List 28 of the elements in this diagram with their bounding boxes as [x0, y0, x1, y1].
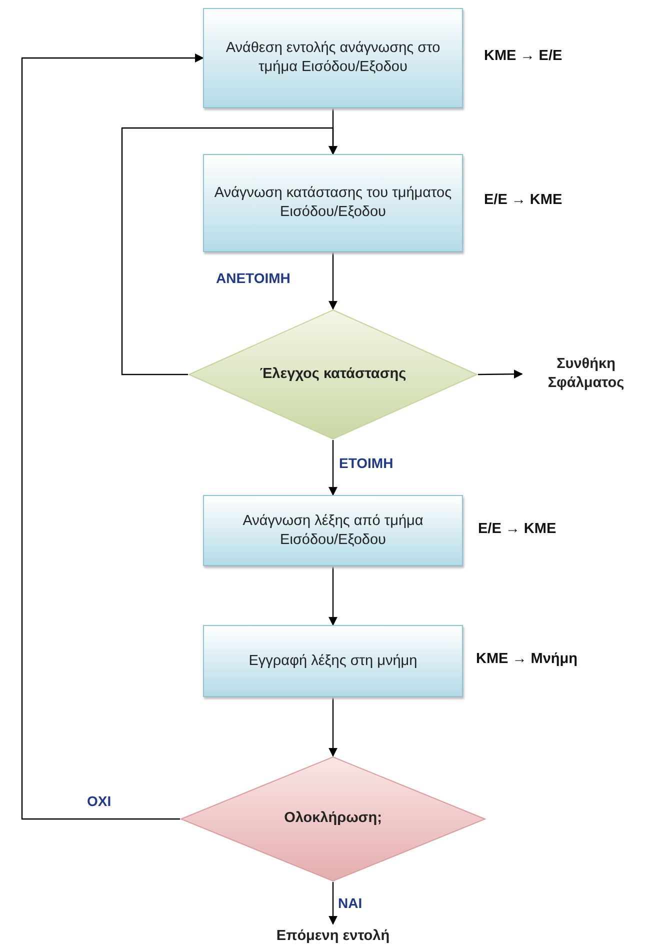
terminal-text: Επόμενη εντολή [276, 926, 390, 946]
process-box [203, 625, 463, 697]
arrow [328, 697, 338, 757]
edge-label: ΑΝΕΤΟΙΜΗ [215, 270, 292, 286]
step-text: Ολοκλήρωση; [283, 809, 383, 828]
arrow [121, 127, 338, 376]
step-text: Ανάθεση εντολής ανάγνωσης στο τμήμα Εισόδου/Εξοδου [224, 39, 442, 77]
step-text: Εγγραφή λέξης στη μνήμη [248, 652, 418, 670]
transfer-note: Ε/Ε → ΚΜΕ [484, 192, 562, 208]
step-text: Ανάγνωση λέξης από τμήμα Εισόδου/Εξοδου [242, 512, 424, 550]
transfer-note: ΚΜΕ → Ε/Ε [484, 48, 562, 64]
transfer-note: ΚΜΕ → Μνήμη [476, 651, 578, 667]
arrow [21, 54, 204, 820]
transfer-note: Ε/Ε → ΚΜΕ [478, 521, 556, 537]
edge-label: ΝΑΙ [337, 895, 364, 911]
process-box [203, 495, 463, 566]
arrow [328, 440, 338, 496]
edge-label: ΕΤΟΙΜΗ [338, 455, 394, 471]
arrow [478, 370, 523, 379]
arrow [328, 252, 338, 310]
edge-label: ΟΧΙ [86, 793, 112, 809]
arrow [328, 566, 338, 626]
terminal-text: Συνθήκη Σφάλματος [546, 355, 626, 393]
process-box [203, 154, 463, 252]
step-text: Έλεγχος κατάστασης [258, 364, 408, 384]
process-box [203, 8, 463, 108]
step-text: Ανάγνωση κατάστασης του τμήματος Εισόδου/Εξοδου [213, 184, 453, 222]
arrow [328, 882, 338, 925]
